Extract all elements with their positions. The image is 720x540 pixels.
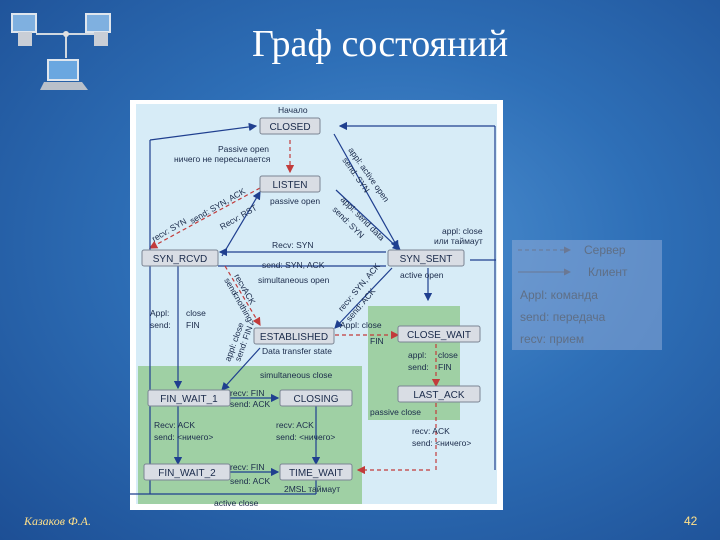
nothing-sent-label: ничего не пересылается	[174, 154, 271, 164]
state-closing-label: CLOSING	[293, 394, 338, 405]
recv-syn-simul-label: Recv: SYN	[272, 240, 314, 250]
network-computers-icon	[6, 6, 126, 101]
state-established: ESTABLISHED	[253, 327, 335, 345]
la-recv-ack-label: recv: ACK	[412, 426, 450, 436]
state-fin-wait-2-label: FIN_WAIT_2	[158, 468, 216, 479]
state-fin-wait-1-label: FIN_WAIT_1	[160, 394, 218, 405]
legend: Сервер Клиент Appl: команда send: переда…	[512, 240, 662, 350]
state-closed-label: CLOSED	[269, 122, 310, 133]
state-syn-rcvd-label: SYN_RCVD	[153, 254, 207, 265]
est-appl-close-label: Appl: close	[340, 320, 382, 330]
legend-appl: Appl: команда	[520, 288, 598, 302]
legend-server: Сервер	[584, 243, 626, 257]
or-timeout-label: или таймаут	[434, 236, 483, 246]
est-fin-label: FIN	[370, 336, 384, 346]
state-closing: CLOSING	[279, 389, 353, 407]
fw1-recv-fin-label: recv: FIN	[230, 388, 264, 398]
simultaneous-open-label: simultaneous open	[258, 275, 330, 285]
appl-close-value-label: close	[186, 308, 206, 318]
author: Казаков Ф.А.	[24, 514, 91, 528]
page-number: 42	[684, 514, 698, 528]
state-listen-label: LISTEN	[272, 180, 307, 191]
closing-recv-ack-label: recv: ACK	[276, 420, 314, 430]
state-syn-rcvd: SYN_RCVD	[141, 249, 219, 267]
closing-recv-ack-send-label: send: <ничего>	[276, 432, 335, 442]
state-time-wait: TIME_WAIT	[279, 463, 353, 481]
legend-recv: recv: прием	[520, 332, 585, 346]
msl-timeout-label: 2MSL таймаут	[284, 484, 340, 494]
cw-fin-label: FIN	[438, 362, 452, 372]
active-open-label: active open	[400, 270, 444, 280]
state-close-wait-label: CLOSE_WAIT	[407, 330, 471, 341]
state-listen: LISTEN	[259, 175, 321, 193]
state-time-wait-label: TIME_WAIT	[289, 468, 343, 479]
appl-close-send-label: send:	[150, 320, 171, 330]
appl-close-fin-label: FIN	[186, 320, 200, 330]
data-transfer-label: Data transfer state	[262, 346, 332, 356]
fw2-recv-fin-send-label: send: ACK	[230, 476, 270, 486]
state-established-label: ESTABLISHED	[260, 332, 328, 343]
cw-close-label: close	[438, 350, 458, 360]
state-syn-sent-label: SYN_SENT	[400, 254, 453, 265]
fw2-recv-fin-label: recv: FIN	[230, 462, 264, 472]
simultaneous-close-label: simultaneous close	[260, 370, 333, 380]
state-fin-wait-2: FIN_WAIT_2	[143, 463, 231, 481]
fw1-recv-ack-label: Recv: ACK	[154, 420, 195, 430]
active-close-label: active close	[214, 498, 259, 508]
la-recv-ack-send-label: send: <ничего>	[412, 438, 471, 448]
state-closed: CLOSED	[259, 117, 321, 135]
cw-appl-label: appl:	[408, 350, 426, 360]
passive-open-label: Passive open	[218, 144, 269, 154]
fw1-recv-ack-send-label: send: <ничего>	[154, 432, 213, 442]
state-fin-wait-1: FIN_WAIT_1	[147, 389, 231, 407]
passive-open-2-label: passive open	[270, 196, 320, 206]
state-close-wait: CLOSE_WAIT	[397, 325, 481, 343]
fw1-recv-fin-send-label: send: ACK	[230, 399, 270, 409]
state-syn-sent: SYN_SENT	[387, 249, 465, 267]
legend-client: Клиент	[588, 265, 628, 279]
recv-syn-simul-send-label: send: SYN, ACK	[262, 260, 325, 270]
page-title: Граф состояний	[251, 23, 509, 65]
state-last-ack: LAST_ACK	[397, 385, 481, 403]
appl-close-timeout-label: appl: close	[442, 226, 483, 236]
tcp-state-diagram: CLOSED LISTEN SYN_RCVD SYN_SENT ESTABLIS…	[130, 100, 503, 510]
appl-close-label: Appl:	[150, 308, 169, 318]
legend-send: send: передача	[520, 310, 606, 324]
cw-send-label: send:	[408, 362, 429, 372]
passive-close-label: passive close	[370, 407, 421, 417]
state-last-ack-label: LAST_ACK	[413, 390, 464, 401]
start-label: Начало	[278, 105, 308, 115]
